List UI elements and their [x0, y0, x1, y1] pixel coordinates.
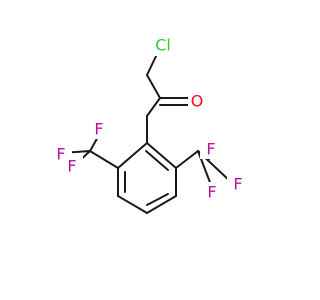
f6-label-bg [61, 156, 83, 176]
molecule-structure-diagram: Cl O F F F F F F [56, 35, 249, 214]
bond-carbonyl-ch2 [146, 97, 161, 117]
cl-label-bg [149, 36, 175, 56]
o-label-bg [188, 91, 210, 111]
ring-bond-c6-c1 [117, 142, 148, 169]
fluorine-atom-label-left-side: F [56, 145, 65, 164]
f1-label-bg [200, 139, 222, 159]
fluorine-atom-label-left-bottom: F [67, 157, 76, 176]
ring-bond-c1-c2 [146, 142, 177, 169]
fluorine-atom-label-right-top: F [206, 140, 215, 159]
ring-inner-bond-1 [145, 150, 169, 171]
fluorine-atom-label-left-top: F [94, 120, 103, 139]
f4-label-bg [88, 119, 110, 139]
ring-bond-c4-c5 [117, 195, 148, 214]
bond-ring-cf3-right [175, 150, 199, 169]
ring-inner-bond-2 [146, 193, 169, 206]
oxygen-atom-label: O [191, 92, 204, 111]
fluorine-atom-label-right-side: F [233, 175, 242, 194]
ring-bond-c3-c4 [146, 195, 177, 214]
bond-ch2-carbonyl [146, 74, 161, 99]
f2-label-bg [227, 174, 249, 194]
f3-label-bg [201, 182, 223, 202]
chlorine-atom-label: Cl [155, 36, 171, 55]
fluorine-atom-label-right-bottom: F [207, 183, 216, 202]
bond-ring-cf3-left [89, 150, 119, 169]
